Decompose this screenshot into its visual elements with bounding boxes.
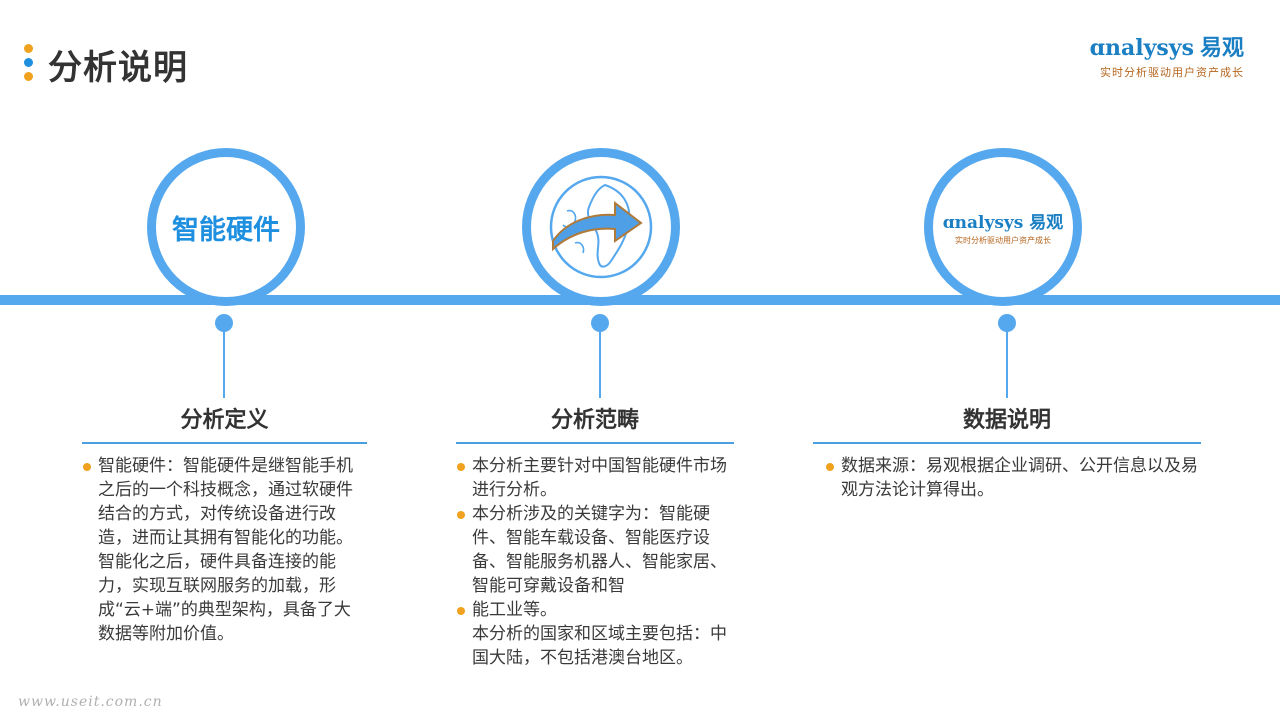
timeline-stem <box>223 330 225 398</box>
bullet-item: 数据来源：易观根据企业调研、公开信息以及易观方法论计算得出。 <box>825 454 1201 502</box>
mini-brand-name: ɑnalysys 易观 <box>942 213 1064 233</box>
column-body: 本分析主要针对中国智能硬件市场进行分析。 本分析涉及的关键字为：智能硬件、智能车… <box>456 444 734 670</box>
watermark-url: www.useit.com.cn <box>18 694 163 710</box>
column-body: 数据来源：易观根据企业调研、公开信息以及易观方法论计算得出。 <box>813 444 1201 502</box>
bullet-item: 本分析主要针对中国智能硬件市场进行分析。 <box>456 454 734 502</box>
timeline-node <box>998 314 1016 332</box>
circle-label: 智能硬件 <box>172 214 280 246</box>
decoration-dot <box>24 72 33 81</box>
brand-slogan: 实时分析驱动用户资产成长 <box>1100 66 1244 79</box>
paragraph: 本分析的国家和区域主要包括：中国大陆，不包括港澳台地区。 <box>472 624 727 668</box>
title-decoration-dots <box>24 44 34 86</box>
column-scope: 分析范畴 本分析主要针对中国智能硬件市场进行分析。 本分析涉及的关键字为：智能硬… <box>456 402 734 670</box>
bullet-item: 本分析涉及的关键字为：智能硬件、智能车载设备、智能医疗设备、智能服务机器人、智能… <box>456 502 734 598</box>
mini-brand-slogan: 实时分析驱动用户资产成长 <box>954 236 1051 245</box>
globe-arrow-icon <box>549 175 653 279</box>
timeline-stem <box>1006 330 1008 398</box>
brand-swirl-icon: ɑ <box>1089 35 1106 61</box>
column-heading: 分析定义 <box>82 402 367 444</box>
decoration-dot <box>24 44 33 53</box>
circle-analysys-logo: ɑnalysys 易观 实时分析驱动用户资产成长 <box>924 148 1082 306</box>
timeline-stem <box>599 330 601 398</box>
page-title: 分析说明 <box>48 48 188 88</box>
mini-brand-logo: ɑnalysys 易观 实时分析驱动用户资产成长 <box>943 208 1064 246</box>
bullet-item: 能工业等。 <box>456 598 734 622</box>
column-body: 智能硬件：智能硬件是继智能手机之后的一个科技概念，通过软硬件结合的方式，对传统设… <box>82 444 367 646</box>
bullet-item: 智能硬件：智能硬件是继智能手机之后的一个科技概念，通过软硬件结合的方式，对传统设… <box>82 454 367 646</box>
column-heading: 分析范畴 <box>456 402 734 444</box>
column-data-note: 数据说明 数据来源：易观根据企业调研、公开信息以及易观方法论计算得出。 <box>813 402 1201 502</box>
mini-brand-swirl-icon: ɑ <box>942 213 955 233</box>
decoration-dot <box>24 58 33 67</box>
circle-globe <box>522 148 680 306</box>
timeline-node <box>591 314 609 332</box>
column-definition: 分析定义 智能硬件：智能硬件是继智能手机之后的一个科技概念，通过软硬件结合的方式… <box>82 402 367 646</box>
timeline-bar <box>0 295 1280 305</box>
column-heading: 数据说明 <box>813 402 1201 444</box>
circle-smart-hardware: 智能硬件 <box>147 148 305 306</box>
timeline-node <box>215 314 233 332</box>
